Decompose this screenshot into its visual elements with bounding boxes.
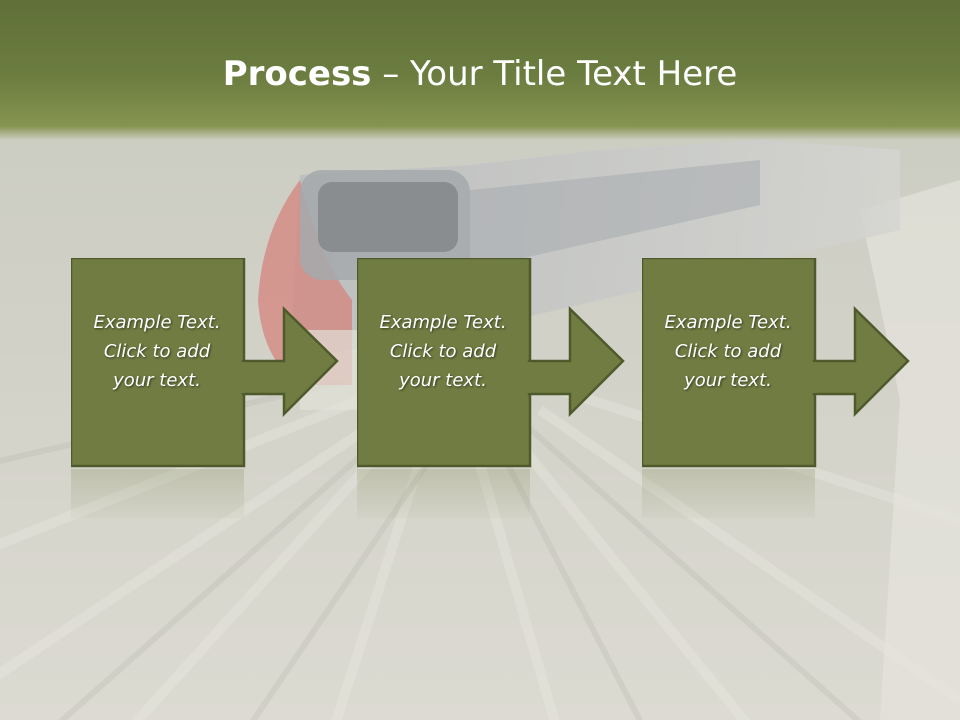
step-text-line: your text. (399, 370, 487, 391)
step-2-text: Example Text. Click to add your text. (357, 308, 529, 395)
step-text-line: Click to add (389, 341, 497, 362)
title-rest-part: – Your Title Text Here (371, 54, 738, 94)
step-2-shape (357, 258, 625, 518)
step-text-line: your text. (113, 370, 201, 391)
step-text-line: Example Text. (379, 312, 507, 333)
title-band (0, 0, 960, 140)
step-1-text: Example Text. Click to add your text. (71, 308, 243, 395)
right-arrow-icon (812, 306, 910, 418)
step-3-text: Example Text. Click to add your text. (642, 308, 814, 395)
slide-title[interactable]: Process – Your Title Text Here (0, 52, 960, 96)
step-text-line: Click to add (674, 341, 782, 362)
step-1-shape (71, 258, 339, 518)
right-arrow-icon (241, 306, 339, 418)
step-text-line: Example Text. (664, 312, 792, 333)
step-text-line: Click to add (103, 341, 211, 362)
step-text-line: your text. (684, 370, 772, 391)
step-3-shape (642, 258, 910, 518)
process-step-2[interactable]: Example Text. Click to add your text. (357, 258, 697, 518)
right-arrow-icon (527, 306, 625, 418)
process-step-3[interactable]: Example Text. Click to add your text. (642, 258, 960, 518)
step-text-line: Example Text. (93, 312, 221, 333)
title-bold-part: Process (222, 54, 372, 94)
process-step-1[interactable]: Example Text. Click to add your text. (71, 258, 411, 518)
